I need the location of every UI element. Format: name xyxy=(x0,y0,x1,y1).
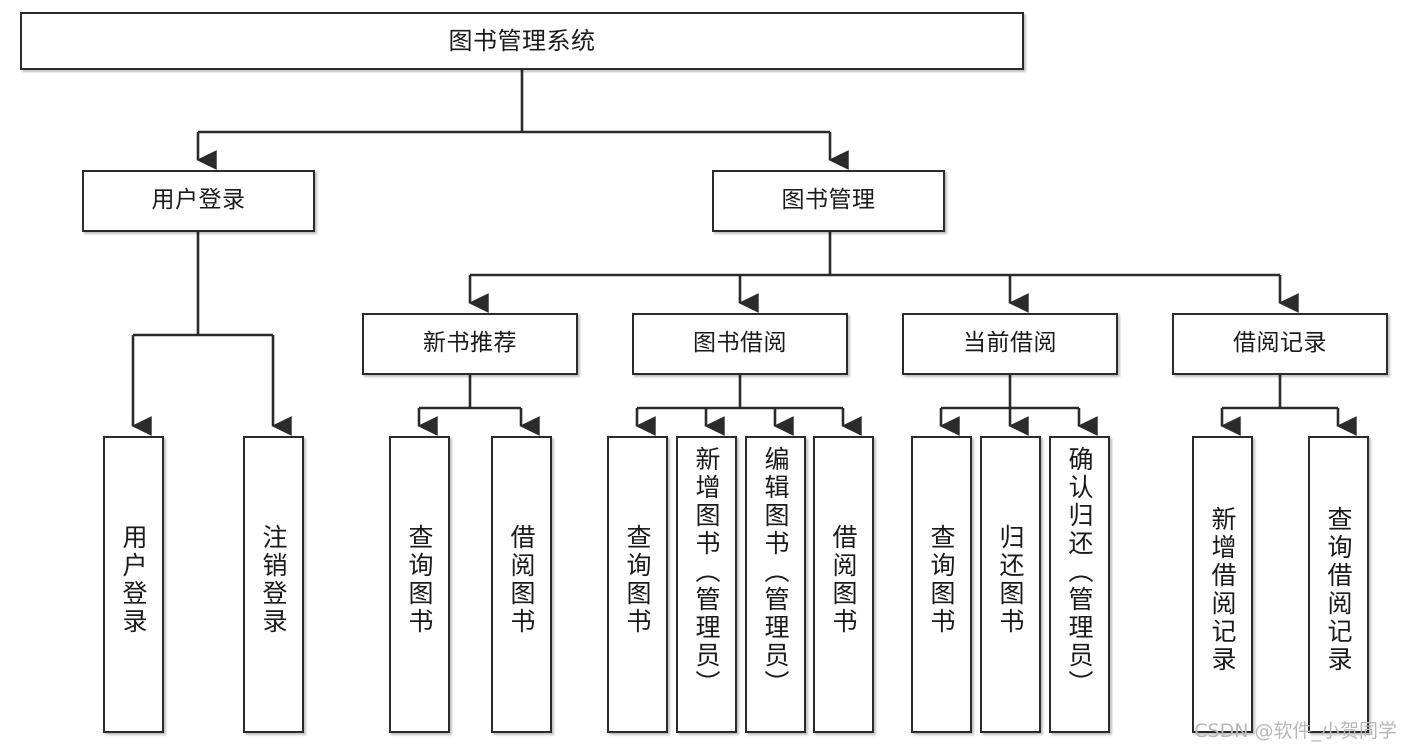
node-leaf-query-book-borrow[interactable]: 查询图书 xyxy=(607,436,668,733)
node-label: 图书管理系统 xyxy=(448,26,596,55)
node-label: 确认归还（管理员） xyxy=(1065,446,1094,698)
node-label: 归还图书 xyxy=(996,524,1025,636)
node-book-borrow[interactable]: 图书借阅 xyxy=(632,313,848,375)
node-label: 查询图书 xyxy=(927,524,956,636)
node-label: 用户登录 xyxy=(151,187,246,214)
node-user-login[interactable]: 用户登录 xyxy=(82,170,315,232)
node-leaf-return-book[interactable]: 归还图书 xyxy=(980,436,1041,733)
node-label: 借阅图书 xyxy=(829,524,858,636)
node-label: 图书管理 xyxy=(781,187,876,214)
node-root-system[interactable]: 图书管理系统 xyxy=(20,12,1024,70)
node-leaf-query-book-current[interactable]: 查询图书 xyxy=(911,436,972,733)
node-label: 新增借阅记录 xyxy=(1208,506,1237,674)
node-new-book-recommend[interactable]: 新书推荐 xyxy=(362,313,578,375)
node-label: 当前借阅 xyxy=(963,330,1057,357)
node-label: 新增图书（管理员） xyxy=(692,446,721,698)
node-leaf-logout[interactable]: 注销登录 xyxy=(243,436,304,733)
node-leaf-query-borrow-record[interactable]: 查询借阅记录 xyxy=(1308,436,1369,733)
node-leaf-add-book-admin[interactable]: 新增图书（管理员） xyxy=(676,436,737,733)
node-leaf-borrow-book-new[interactable]: 借阅图书 xyxy=(491,436,552,733)
node-label: 编辑图书（管理员） xyxy=(761,446,790,698)
node-borrow-record[interactable]: 借阅记录 xyxy=(1172,313,1388,375)
node-leaf-user-login[interactable]: 用户登录 xyxy=(103,436,164,733)
node-current-borrow[interactable]: 当前借阅 xyxy=(902,313,1118,375)
node-label: 查询借阅记录 xyxy=(1324,506,1353,674)
node-label: 新书推荐 xyxy=(423,330,517,357)
node-leaf-edit-book-admin[interactable]: 编辑图书（管理员） xyxy=(745,436,806,733)
node-label: 借阅记录 xyxy=(1233,330,1327,357)
node-label: 注销登录 xyxy=(259,524,288,636)
node-leaf-query-book-new[interactable]: 查询图书 xyxy=(389,436,450,733)
node-label: 查询图书 xyxy=(405,524,434,636)
node-label: 用户登录 xyxy=(119,524,148,636)
node-label: 借阅图书 xyxy=(507,524,536,636)
watermark-text: CSDN @软件_小贺同学 xyxy=(1194,720,1397,742)
node-book-management[interactable]: 图书管理 xyxy=(712,170,945,232)
node-leaf-confirm-return-admin[interactable]: 确认归还（管理员） xyxy=(1049,436,1110,733)
node-label: 查询图书 xyxy=(623,524,652,636)
node-label: 图书借阅 xyxy=(693,330,787,357)
node-leaf-borrow-book[interactable]: 借阅图书 xyxy=(813,436,874,733)
node-leaf-add-borrow-record[interactable]: 新增借阅记录 xyxy=(1192,436,1253,733)
